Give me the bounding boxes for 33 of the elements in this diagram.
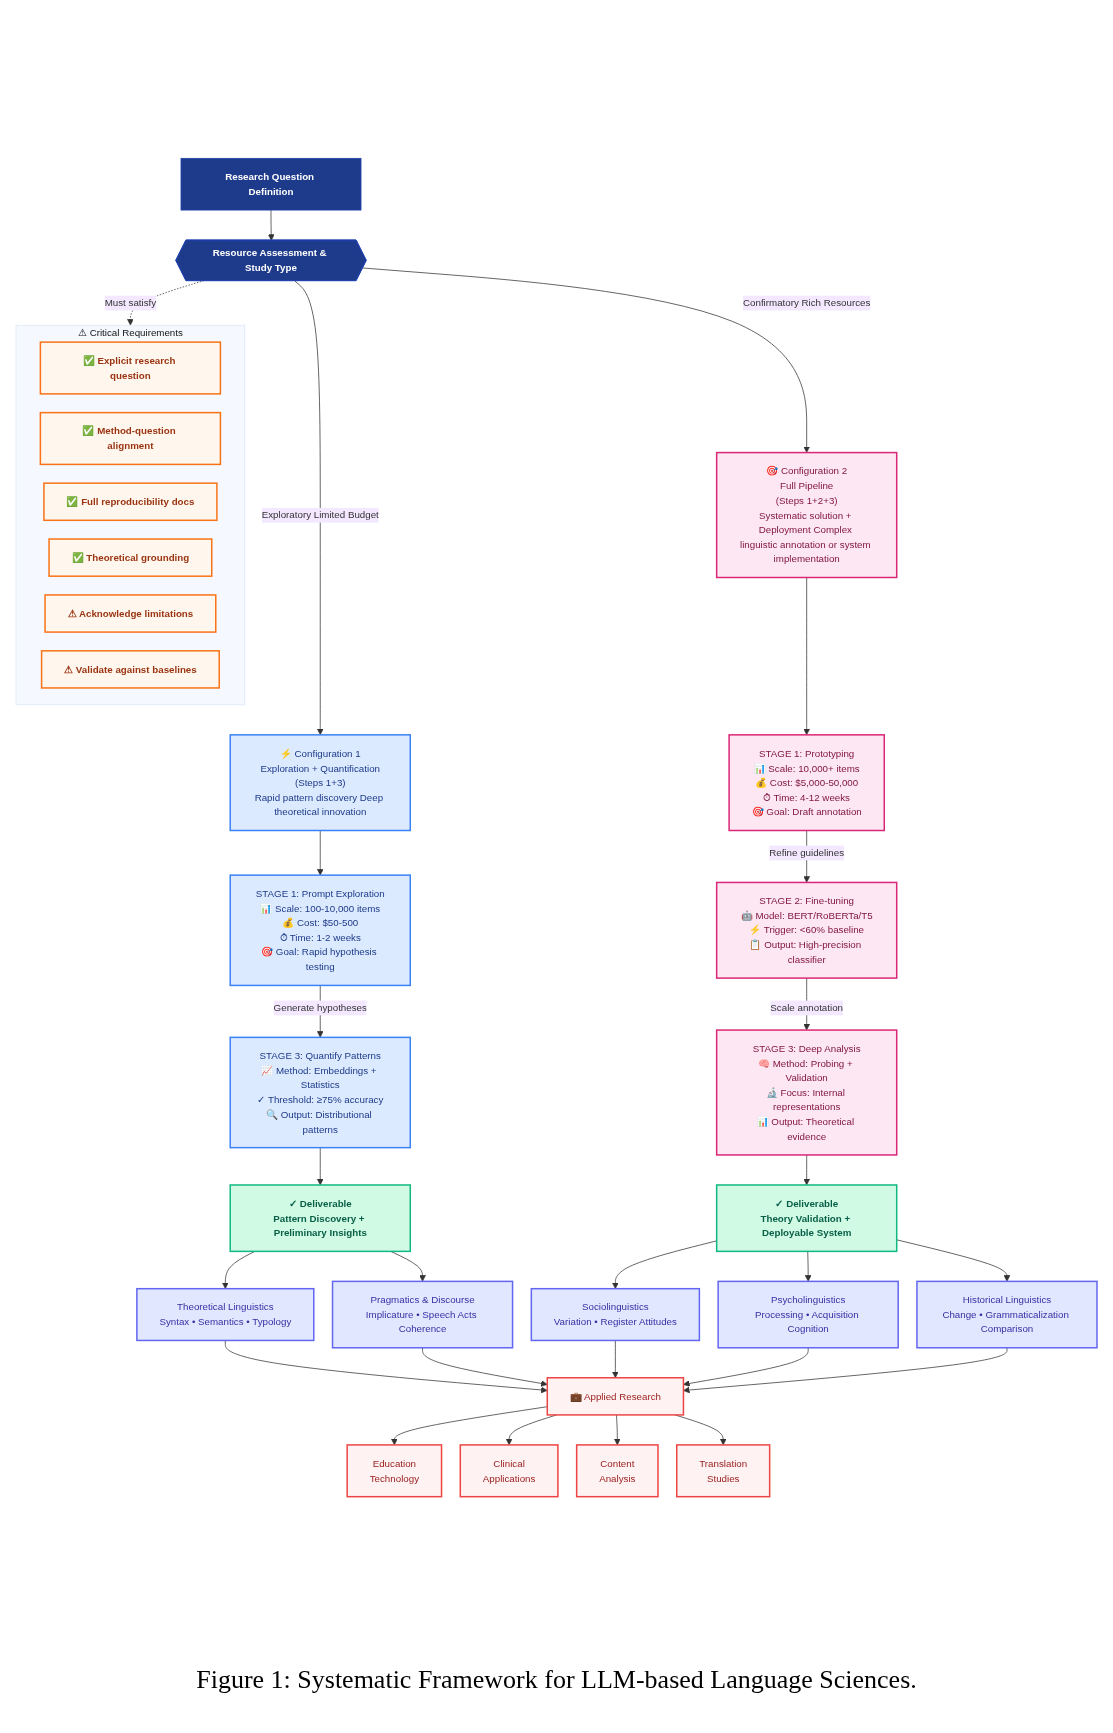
node-box: Psycholinguistics Processing • Acquisition Cognition [717,1280,899,1349]
node-box: ✅ Theoretical grounding [48,538,213,577]
node-box: STAGE 1: Prompt Exploration 📊 Scale: 100-10,000 items 💰 Cost: $50-500 ⏱ Time: 1-2 weeks 🎯 Goal: Rapid hypothesis testing [229,874,411,987]
node-box: STAGE 1: Prototyping 📊 Scale: 10,000+ items 💰 Cost: $5,000-50,000 ⏱ Time: 4-12 weeks 🎯 Goal: Draft annotation [728,734,885,832]
node-box: ⚠ Acknowledge limitations [44,594,217,633]
node-box: Education Technology [346,1444,443,1498]
node-box: STAGE 3: Quantify Patterns 📈 Method: Embeddings + Statistics ✓ Threshold: ≥75% accuracy 🔍 Output: Distributional patterns [229,1036,411,1149]
node-box: Translation Studies [676,1444,771,1498]
node-box: Pragmatics & Discourse Implicature • Speech Acts Coherence [331,1280,514,1349]
node-box: Clinical Applications [459,1444,559,1498]
node-box: Content Analysis [575,1444,659,1498]
node-box: 🎯 Configuration 2 Full Pipeline (Steps 1+2+3) Systematic solution + Deployment Complex linguistic annotation or system implementation [715,451,898,579]
node-box: ✓ Deliverable Pattern Discovery + Preliminary Insights [229,1184,411,1253]
edge-label: Must satisfy [104,297,157,309]
edge-label: Scale annotation [770,1001,844,1014]
node-box: ✅ Method-question alignment [39,411,222,466]
node-box: ⚡ Configuration 1 Exploration + Quantification (Steps 1+3) Rapid pattern discovery Deep theoretical innovation [229,734,411,832]
node-box: ✅ Explicit research question [39,341,222,395]
node-box: ✅ Full reproducibility docs [43,482,218,522]
node-box: ⚠ Validate against baselines [40,650,220,689]
node-box: Research Question Definition [180,157,362,211]
node-box: 💼 Applied Research [546,1377,685,1416]
edge-label: Exploratory Limited Budget [261,509,379,521]
node-box: Historical Linguistics Change • Grammaticalization Comparison [916,1280,1098,1349]
caption: Figure 1: Systematic Framework for LLM-based Language Sciences. [195,1664,918,1696]
edge-label: Confirmatory Rich Resources [743,297,871,309]
node-box: ✓ Deliverable Theory Validation + Deployable System [715,1184,898,1253]
node-box: STAGE 3: Deep Analysis 🧠 Method: Probing + Validation 🔬 Focus: Internal representations 📊 Output: Theoretical evidence [715,1029,898,1156]
edge-label: Refine guidelines [769,847,845,859]
node-box: Theoretical Linguistics Syntax • Semantics • Typology [136,1287,315,1342]
node-box: STAGE 2: Fine-tuning 🤖 Model: BERT/RoBERTa/T5 ⚡ Trigger: <60% baseline 📋 Output: High-precision classifier [715,881,898,979]
edge-label: Generate hypotheses [273,1001,367,1014]
node-box: Sociolinguistics Variation • Register Attitudes [530,1287,701,1342]
